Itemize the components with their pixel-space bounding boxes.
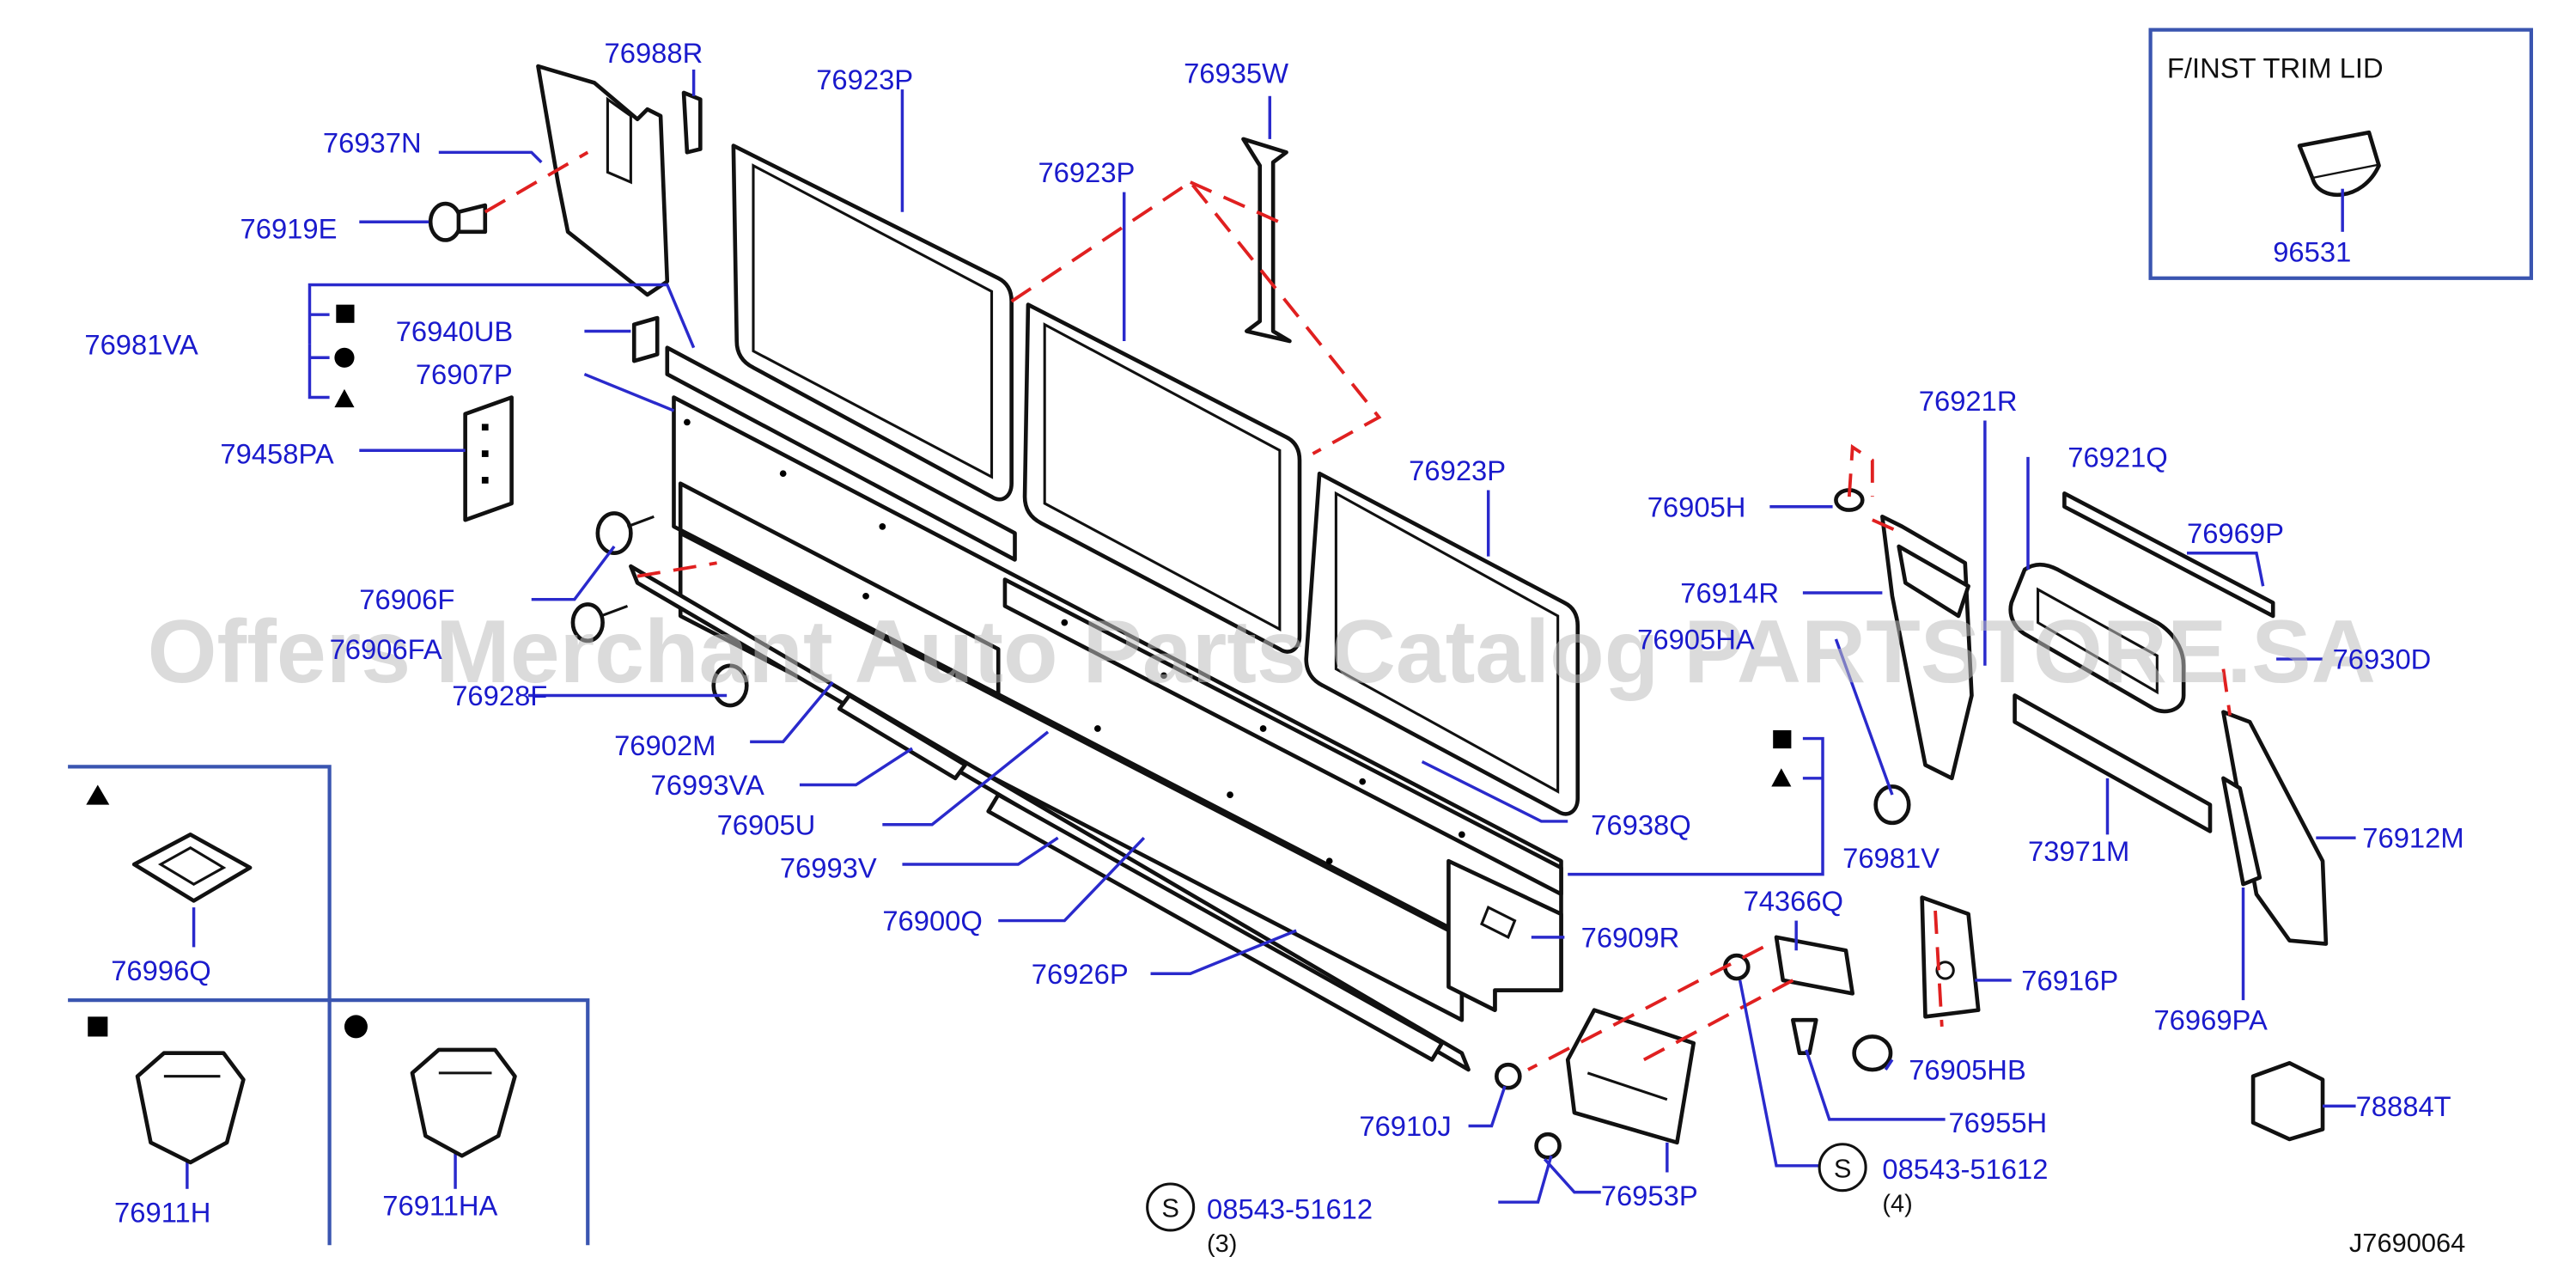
clip-76940ub: [631, 315, 660, 363]
callout-76909R[interactable]: 76909R: [1581, 921, 1680, 953]
screw-letter-a: S: [1161, 1193, 1179, 1223]
callout-76912M[interactable]: 76912M: [2362, 822, 2463, 854]
callout-78884T[interactable]: 78884T: [2356, 1090, 2451, 1122]
rear-back-panel: [629, 345, 1563, 1072]
callout-76907P[interactable]: 76907P: [416, 358, 513, 390]
step-76953p: [1565, 1008, 1696, 1145]
callout-76921R[interactable]: 76921R: [1919, 385, 2018, 417]
inset-box: F/INST TRIM LID 96531: [2148, 27, 2534, 280]
screw-part-number-a[interactable]: 08543-51612: [1207, 1193, 1373, 1224]
callout-76905U[interactable]: 76905U: [717, 808, 816, 840]
callout-76905HA[interactable]: 76905HA: [1637, 623, 1755, 655]
screws-and-clips-right: [1495, 488, 1911, 1160]
callout-76926P[interactable]: 76926P: [1032, 958, 1129, 990]
callout-76988R[interactable]: 76988R: [605, 37, 703, 69]
callout-76923P-b[interactable]: 76923P: [1038, 156, 1135, 188]
callout-76996Q[interactable]: 76996Q: [111, 955, 211, 986]
block-78884t: [2250, 1060, 2325, 1142]
callout-76914R[interactable]: 76914R: [1680, 577, 1779, 609]
callout-76935W[interactable]: 76935W: [1184, 57, 1288, 88]
square-symbol: [336, 304, 355, 323]
screw-part-number-b[interactable]: 08543-51612: [1882, 1153, 2048, 1185]
callout-76930D[interactable]: 76930D: [2333, 644, 2432, 675]
callout-76938Q[interactable]: 76938Q: [1591, 808, 1691, 840]
callout-76902M[interactable]: 76902M: [614, 729, 716, 761]
circle-symbol-inset: [344, 1015, 368, 1039]
triangle-symbol-right: [1771, 768, 1792, 787]
assembly-dash-lines: [484, 150, 2232, 1071]
pillar-76912m: [2221, 710, 2329, 946]
callout-76905HB[interactable]: 76905HB: [1909, 1054, 2026, 1086]
callout-96531[interactable]: 96531: [2273, 236, 2351, 268]
window-seal-middle: [1022, 302, 1302, 654]
diagram-id: J7690064: [2349, 1228, 2465, 1258]
callout-76911H[interactable]: 76911H: [114, 1196, 210, 1228]
screw-symbol-a: S: [1146, 1182, 1196, 1232]
callout-76953P[interactable]: 76953P: [1601, 1180, 1698, 1211]
left-pillar-trim: [536, 64, 670, 297]
legend-frame: [68, 765, 590, 1246]
window-seal-left: [731, 143, 1014, 502]
callout-74366Q[interactable]: 74366Q: [1744, 885, 1844, 917]
grommet-76919e: [428, 201, 488, 242]
bracket-76935w: [1241, 137, 1292, 344]
callout-79458PA[interactable]: 79458PA: [220, 438, 333, 470]
circle-symbol: [334, 347, 355, 368]
callout-76923P-c[interactable]: 76923P: [1409, 454, 1506, 486]
callout-76919E[interactable]: 76919E: [241, 213, 338, 245]
watermark: Offers Merchant Auto Parts Catalog PARTS…: [148, 602, 2376, 702]
callout-76940UB[interactable]: 76940UB: [396, 315, 514, 347]
callout-76900Q[interactable]: 76900Q: [882, 905, 983, 936]
strip-73971m: [2013, 693, 2213, 833]
clip-76911h-icon: [135, 1051, 246, 1165]
strip-76969p: [2062, 491, 2275, 619]
clip-76911ha-icon: [410, 1047, 517, 1158]
callout-76905H[interactable]: 76905H: [1647, 491, 1746, 522]
screw-letter-b: S: [1834, 1153, 1852, 1183]
callout-76969P[interactable]: 76969P: [2187, 517, 2284, 549]
window-seal-rh: [2008, 562, 2186, 714]
callout-76906F[interactable]: 76906F: [359, 583, 454, 615]
bracket-74366q: [1774, 935, 1855, 996]
inset-title: F/INST TRIM LID: [2167, 52, 2384, 84]
panel-76916p: [1920, 895, 1981, 1019]
callout-76923P-a[interactable]: 76923P: [816, 64, 913, 95]
right-quarter-trim: [1880, 514, 1974, 781]
callout-76981VA[interactable]: 76981VA: [84, 328, 198, 360]
triangle-symbol-inset: [86, 784, 110, 805]
square-symbol-right: [1773, 729, 1792, 749]
strip-76969pa: [2221, 776, 2262, 887]
callout-76910J[interactable]: 76910J: [1359, 1110, 1451, 1142]
callout-76928F[interactable]: 76928F: [452, 680, 547, 711]
callout-73971M[interactable]: 73971M: [2028, 835, 2129, 867]
callout-76911HA[interactable]: 76911HA: [382, 1190, 497, 1222]
seal-76996q-icon: [131, 833, 253, 903]
screw-qty-b: (4): [1882, 1191, 1912, 1218]
trim-lid-icon: [2297, 130, 2381, 198]
callout-76969PA[interactable]: 76969PA: [2153, 1004, 2267, 1036]
callout-76993VA[interactable]: 76993VA: [650, 769, 764, 801]
clip-76988r: [681, 90, 703, 155]
leader-lines: [186, 69, 2356, 1204]
hinge-79458pa: [463, 395, 514, 522]
screw-symbol-b: S: [1818, 1143, 1867, 1193]
callout-76981V[interactable]: 76981V: [1842, 842, 1940, 874]
triangle-symbol: [334, 388, 355, 408]
callout-76906FA[interactable]: 76906FA: [330, 633, 442, 665]
callout-76916P[interactable]: 76916P: [2021, 965, 2118, 997]
callout-76955H[interactable]: 76955H: [1948, 1107, 2047, 1138]
callout-76937N[interactable]: 76937N: [323, 126, 422, 158]
screw-qty-a: (3): [1207, 1230, 1237, 1258]
panel-76909r: [1446, 858, 1563, 1012]
callout-76921Q[interactable]: 76921Q: [2067, 441, 2168, 473]
legend-symbols: [86, 304, 1792, 1039]
window-seal-right: [1304, 471, 1580, 816]
square-symbol-inset: [88, 1016, 108, 1037]
callout-labels: 76988R 76937N 76919E 76923P 76923P 76923…: [84, 37, 2465, 1258]
callout-76993V[interactable]: 76993V: [780, 851, 877, 883]
